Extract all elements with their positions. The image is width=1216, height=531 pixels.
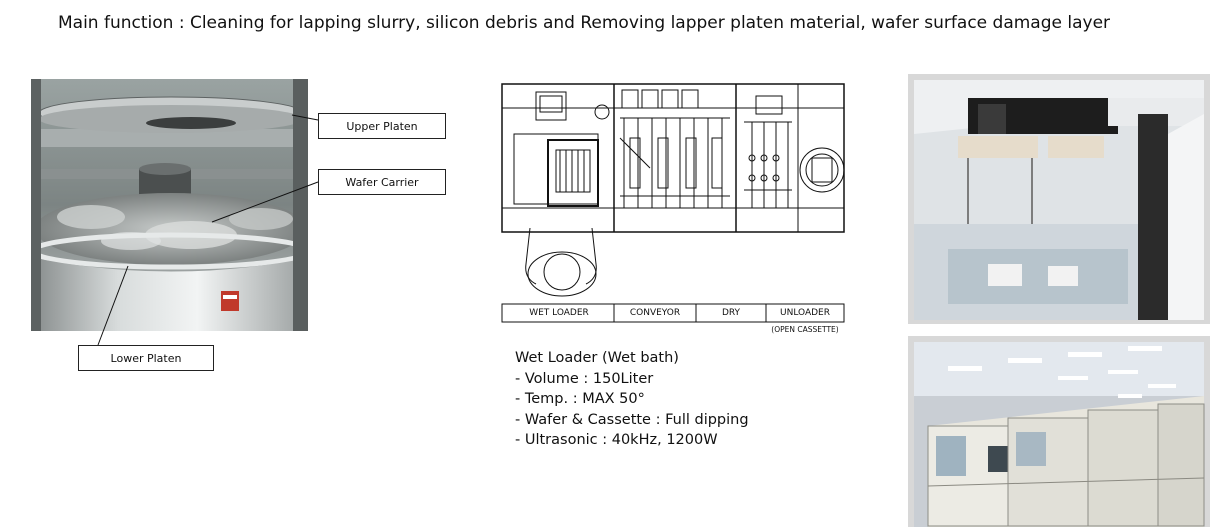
wafer-carrier-callout: Wafer Carrier: [318, 169, 446, 195]
layout-drawing: [501, 83, 845, 323]
page-title: Main function : Cleaning for lapping slu…: [58, 13, 1111, 33]
stage-label-unloader: UNLOADER: [780, 308, 830, 318]
stage-label-wet-loader: WET LOADER: [529, 308, 589, 318]
unloader-note: (OPEN CASSETTE): [771, 325, 839, 334]
lower-platen-callout: Lower Platen: [78, 345, 214, 371]
spec-line: - Ultrasonic : 40kHz, 1200W: [515, 432, 718, 448]
lapper-platen-photo: [31, 79, 308, 331]
cleaning-line-illustration: [914, 342, 1205, 527]
wet-bath-illustration: [914, 80, 1204, 320]
lapper-platen-illustration: [31, 79, 308, 331]
spec-line: - Wafer & Cassette : Full dipping: [515, 411, 749, 428]
upper-platen-callout: Upper Platen: [318, 113, 446, 139]
stage-label-conveyor: CONVEYOR: [629, 308, 681, 318]
spec-heading: Wet Loader (Wet bath): [515, 350, 679, 366]
wet-bath-photo: [908, 74, 1210, 324]
cleaning-line-photo: [908, 336, 1210, 527]
spec-line: - Temp. : MAX 50°: [515, 391, 645, 407]
stage-label-dry: DRY: [721, 308, 741, 318]
wet-loader-spec: Wet Loader (Wet bath) - Volume : 150Lite…: [515, 348, 749, 451]
spec-line: - Volume : 150Liter: [515, 370, 654, 387]
equipment-layout-diagram: WET LOADER CONVEYOR DRY UNLOADER (OPEN C…: [500, 78, 850, 340]
